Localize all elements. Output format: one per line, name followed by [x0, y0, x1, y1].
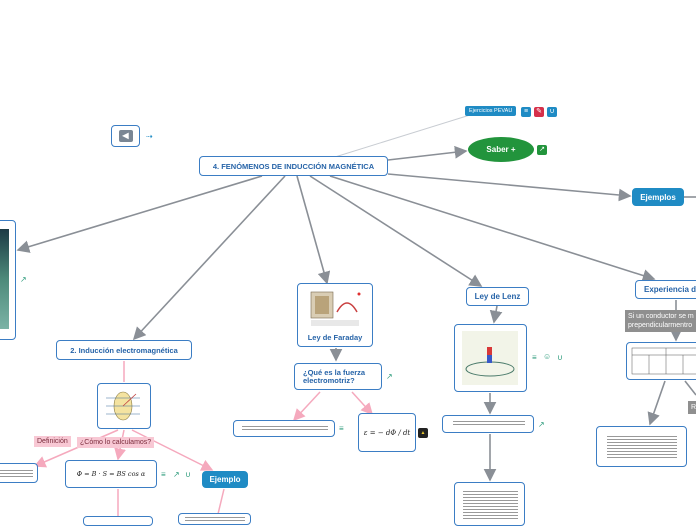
back-arrow-icon: ◀ — [119, 130, 133, 142]
external-link-icon[interactable]: ↗ — [386, 373, 393, 381]
calc-child-node[interactable] — [83, 516, 153, 526]
link-icon[interactable]: ∪ — [547, 107, 557, 117]
notes-icon[interactable]: ≡ — [339, 425, 344, 433]
text-lines — [453, 421, 525, 427]
link-icon[interactable]: ∪ — [557, 354, 563, 362]
que-es-fem-node[interactable]: ¿Qué es la fuerza electromotriz? — [294, 363, 382, 390]
ejemplo-node[interactable]: Ejemplo — [202, 471, 248, 488]
text-lines — [0, 470, 33, 477]
induccion-image-node[interactable] — [97, 383, 151, 429]
definicion-label[interactable]: Definición — [34, 436, 71, 447]
definicion-text-node[interactable] — [0, 463, 38, 483]
experiencia-image-node[interactable] — [596, 426, 687, 467]
external-link-icon[interactable]: ↗ — [173, 471, 180, 479]
edge-faraday — [297, 176, 327, 283]
back-button[interactable]: ◀ — [111, 125, 140, 147]
ejemplos-node[interactable]: Ejemplos — [632, 188, 684, 206]
edge-saber — [388, 151, 466, 160]
lenz-document-node[interactable] — [454, 482, 525, 526]
lenz-text-node[interactable] — [442, 415, 534, 433]
fem-definition-node[interactable] — [233, 420, 335, 437]
lenz-node[interactable]: Ley de Lenz — [466, 287, 529, 306]
faraday-node[interactable]: Ley de Faraday — [297, 283, 373, 347]
edge-ejemplos — [388, 174, 630, 196]
text-lines — [242, 426, 328, 431]
left-image-node[interactable] — [0, 220, 16, 340]
user-icon[interactable]: ☺ — [543, 353, 551, 361]
notes-icon[interactable]: ≡ — [161, 471, 166, 479]
link-icon[interactable]: ⇢ — [146, 133, 153, 141]
grey-small-label[interactable]: R — [688, 401, 696, 414]
edge-lenz — [310, 176, 481, 286]
link-icon[interactable]: ∪ — [185, 471, 191, 479]
external-link-icon[interactable]: ↗ — [538, 421, 545, 429]
lenz-image-node[interactable] — [454, 324, 527, 392]
external-link-icon[interactable]: ↗ — [537, 145, 547, 155]
edge-ejercicios — [335, 115, 470, 157]
edge-induccion — [134, 176, 285, 339]
notes-icon[interactable]: ≡ — [521, 107, 531, 117]
text-lines — [607, 436, 677, 458]
edge-experiencia — [330, 176, 654, 279]
notes-icon[interactable]: ≡ — [532, 354, 537, 362]
attachment-icon[interactable]: ▲ — [418, 428, 428, 438]
text-lines — [463, 491, 518, 521]
saber-mas-node[interactable]: Saber + — [468, 137, 534, 162]
ejemplo-child-node[interactable] — [178, 513, 251, 525]
lenz-image — [455, 325, 525, 390]
external-link-icon[interactable]: ↗ — [20, 276, 27, 284]
attachment-icon[interactable]: ✎ — [534, 107, 544, 117]
como-calculamos-label[interactable]: ¿Cómo lo calculamos? — [77, 437, 154, 448]
faraday-image — [307, 288, 363, 330]
table-image — [631, 347, 696, 375]
induccion-node[interactable]: 2. Inducción electromagnética — [56, 340, 192, 360]
conductor-note[interactable]: Si un conductor se m prependicularmentro — [625, 310, 696, 332]
emf-formula-node[interactable]: ε = − dΦ / dt — [358, 413, 416, 452]
experiencia-table-node[interactable] — [626, 342, 696, 380]
main-topic[interactable]: 4. FENÓMENOS DE INDUCCIÓN MAGNÉTICA — [199, 156, 388, 176]
image-thumbnail — [0, 229, 9, 329]
experiencia-node[interactable]: Experiencia d — [635, 280, 696, 299]
text-lines — [185, 517, 245, 521]
flux-formula-node[interactable]: Φ = B · S = BS cos α — [65, 460, 157, 488]
edge-left — [18, 176, 262, 250]
flux-diagram — [98, 384, 149, 427]
ejercicios-pevau-node[interactable]: Ejercicios PEVAU — [465, 106, 516, 116]
